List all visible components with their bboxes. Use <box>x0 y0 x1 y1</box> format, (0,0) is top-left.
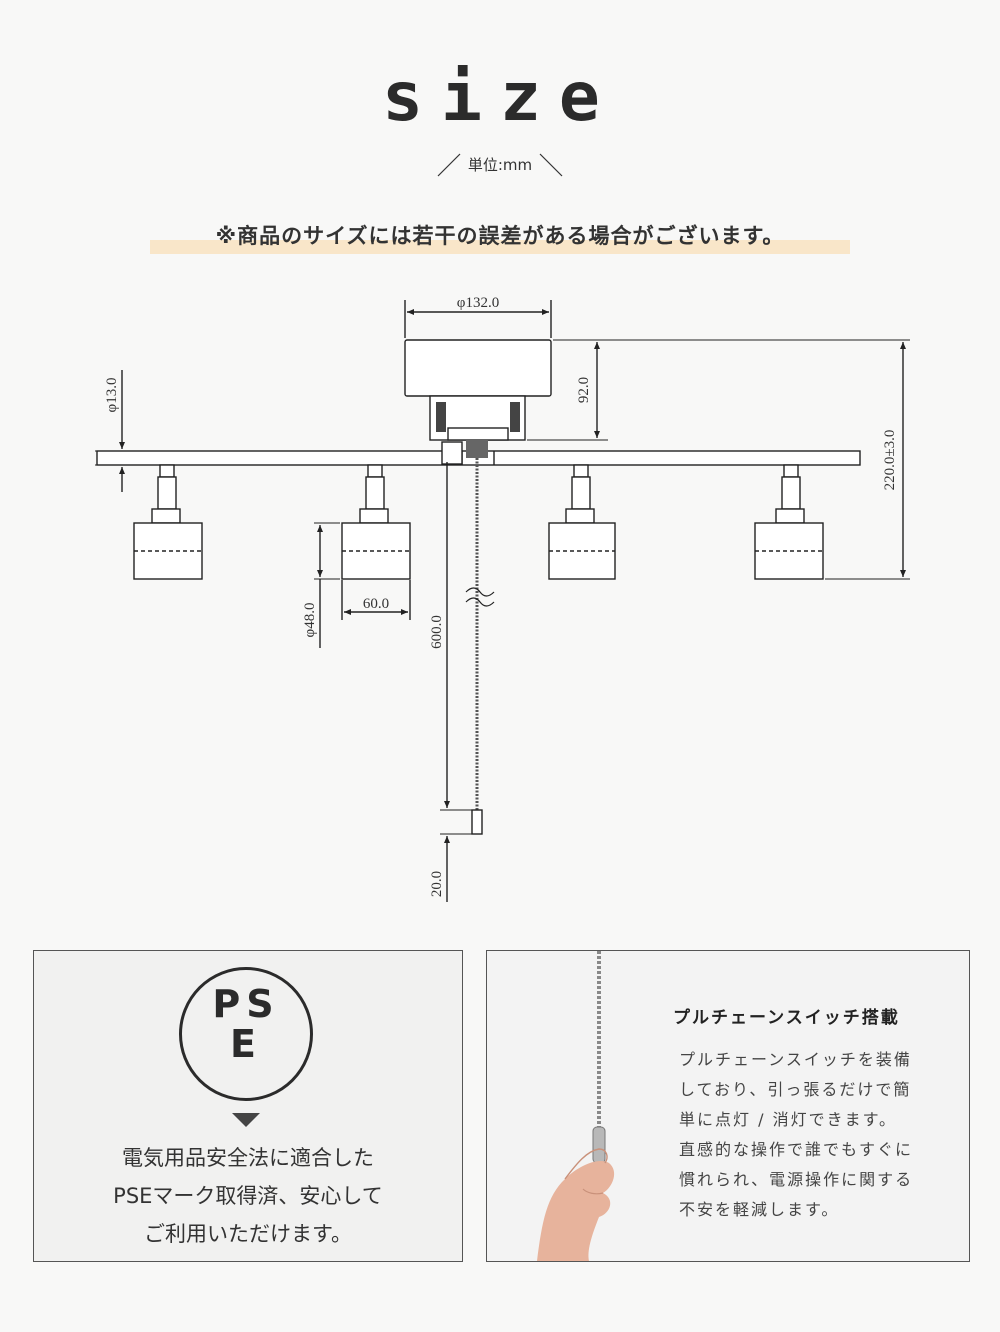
dim-base-diameter: φ132.0 <box>457 295 499 311</box>
pse-mark-bottom: E <box>230 1022 262 1066</box>
triangle-down-icon <box>232 1113 260 1127</box>
slash-right-icon <box>539 153 563 176</box>
unit-label-row: 単位:mm <box>0 150 1000 178</box>
pull-chain-description: プルチェーンスイッチを装備 しており、引っ張るだけで簡 単に点灯 / 消灯できま… <box>679 1045 959 1225</box>
pull-chain-panel: プルチェーンスイッチ搭載 プルチェーンスイッチを装備 しており、引っ張るだけで簡… <box>486 950 970 1262</box>
pull-chain-line: しており、引っ張るだけで簡 <box>679 1080 912 1099</box>
dim-shade-width: 60.0 <box>363 596 389 612</box>
pull-chain-heading: プルチェーンスイッチ搭載 <box>673 1008 900 1028</box>
dim-total-height: 220.0±3.0 <box>882 430 898 491</box>
pse-description: 電気用品安全法に適合した PSEマーク取得済、安心して ご利用いただけます。 <box>34 1139 462 1253</box>
pull-chain-line: 直感的な操作で誰でもすぐに <box>679 1140 914 1159</box>
dim-pull-length: 20.0 <box>429 871 445 897</box>
pull-chain <box>465 458 495 835</box>
dim-rail-thickness: φ13.0 <box>104 378 120 413</box>
page-title: size <box>382 58 618 137</box>
note-text: ※商品のサイズには若干の誤差がある場合がございます。 <box>215 224 785 248</box>
size-note: ※商品のサイズには若干の誤差がある場合がございます。 <box>150 218 850 258</box>
pull-chain-line: 慣れられ、電源操作に関する <box>679 1170 914 1189</box>
pse-line: ご利用いただけます。 <box>144 1222 352 1246</box>
dim-chain-length: 600.0 <box>429 615 445 649</box>
pse-panel: PS E 電気用品安全法に適合した PSEマーク取得済、安心して ご利用いただけ… <box>33 950 463 1262</box>
dim-base-height: 92.0 <box>576 377 592 403</box>
pse-mark-icon: PS E <box>179 967 313 1101</box>
dimension-drawing: φ132.0 92.0 220.0±3.0 φ13.0 60.0 φ48.0 6… <box>95 295 910 902</box>
pull-chain-line: 単に点灯 / 消灯できます。 <box>679 1110 897 1129</box>
pse-mark-top: PS <box>212 982 280 1026</box>
slash-left-icon <box>437 153 461 176</box>
dim-shade-diameter: φ48.0 <box>302 603 318 638</box>
spotlight-4 <box>754 464 824 580</box>
hand-pulling-chain-icon <box>537 951 615 1261</box>
unit-label: 単位:mm <box>467 155 533 174</box>
pse-line: 電気用品安全法に適合した <box>122 1146 374 1170</box>
spotlight-2 <box>341 464 411 580</box>
spotlight-3 <box>548 464 616 580</box>
pse-line: PSEマーク取得済、安心して <box>113 1184 383 1208</box>
pull-chain-line: 不安を軽減します。 <box>679 1200 840 1219</box>
spotlight-1 <box>133 464 203 580</box>
note-highlight <box>150 240 850 254</box>
ceiling-base <box>404 339 552 397</box>
pull-chain-line: プルチェーンスイッチを装備 <box>679 1050 912 1069</box>
